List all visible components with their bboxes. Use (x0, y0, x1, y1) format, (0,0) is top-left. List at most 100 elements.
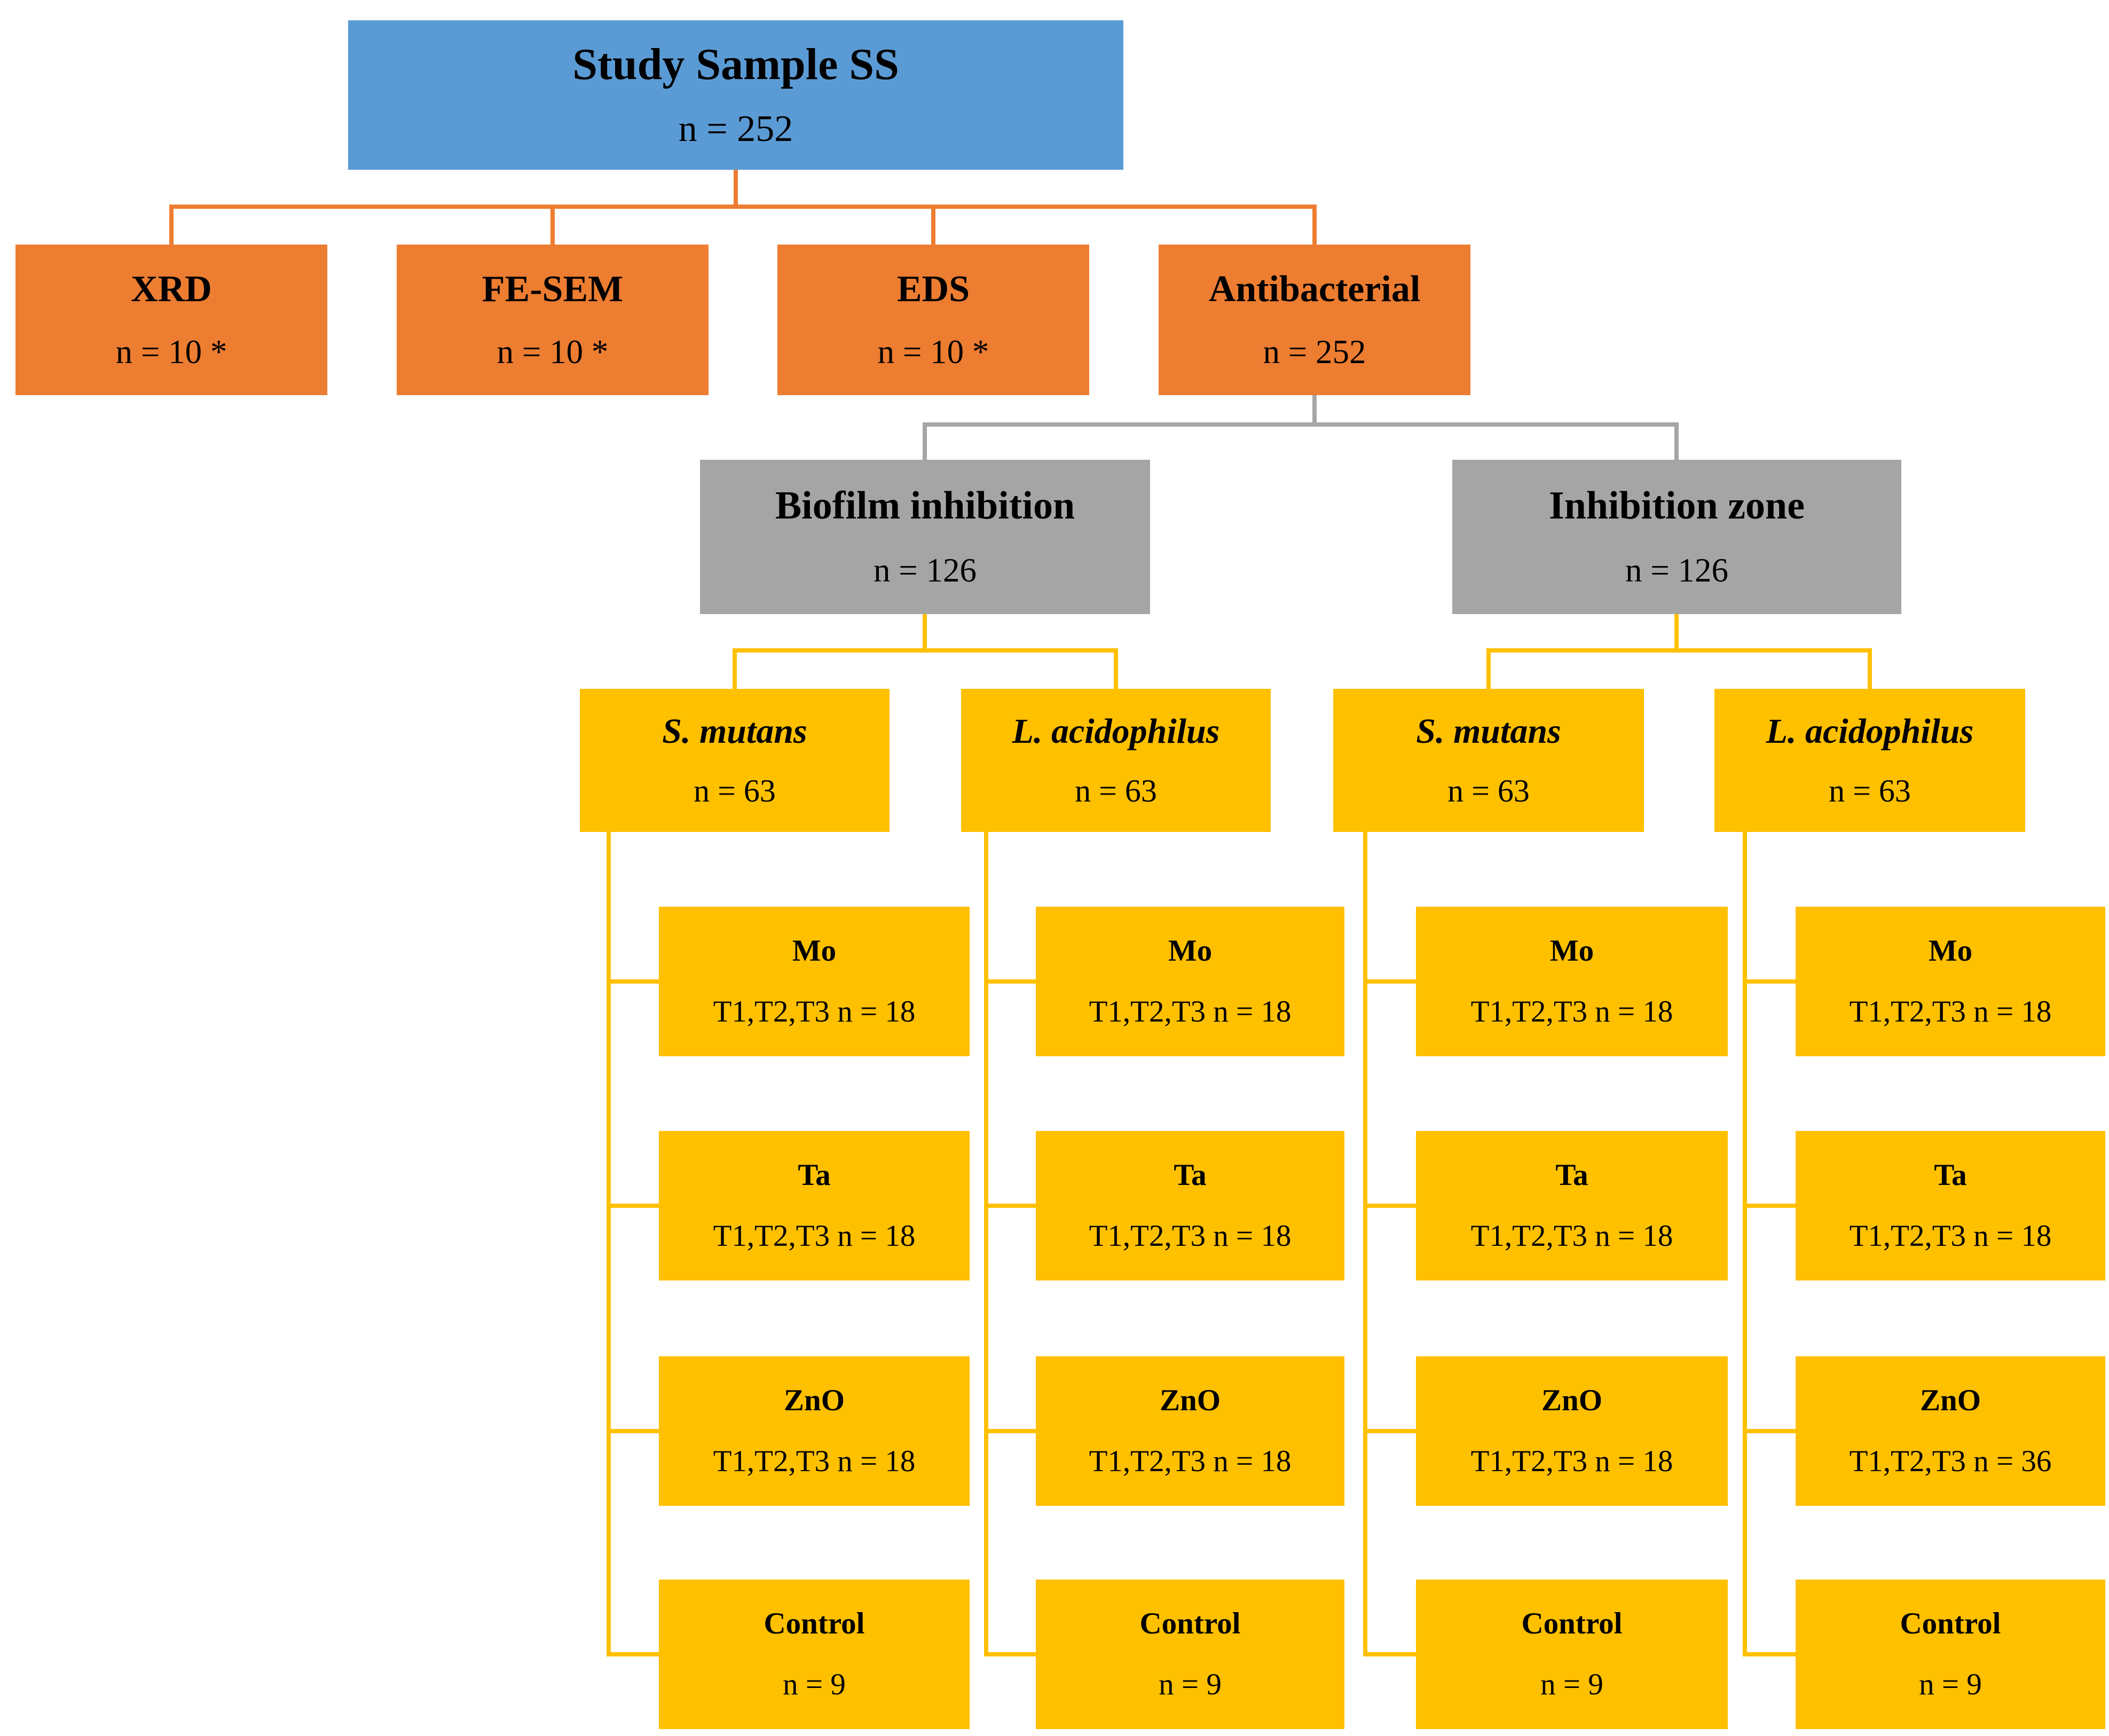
treatment-sub: n = 9 (1919, 1667, 1982, 1701)
method-count: n = 252 (1263, 333, 1366, 371)
connector-root-vertical (734, 169, 738, 207)
connector-col1-spine (607, 827, 611, 1656)
connector-biofilm-hbar (733, 648, 1118, 653)
treatment-label: ZnO (1541, 1384, 1603, 1418)
connector-species-stub-3 (1486, 648, 1491, 690)
assay-count: n = 126 (1625, 552, 1729, 590)
connector-col3-stub-control (1363, 1652, 1416, 1656)
assay-label: Inhibition zone (1548, 484, 1805, 528)
treatment-box-c3-ta: Ta T1,T2,T3 n = 18 (1416, 1131, 1728, 1281)
connector-col2-stub-zno (984, 1429, 1036, 1433)
treatment-label: Control (764, 1607, 865, 1641)
treatment-label: Ta (798, 1158, 831, 1192)
species-label: S. mutans (1416, 712, 1561, 751)
treatment-sub: T1,T2,T3 n = 36 (1849, 1444, 2052, 1478)
assay-label: Biofilm inhibition (775, 484, 1075, 528)
method-label: FE-SEM (482, 269, 624, 310)
connector-col2-stub-ta (984, 1204, 1036, 1208)
connector-method-stub-eds (931, 205, 935, 246)
connector-col2-spine (984, 827, 988, 1656)
assay-count: n = 126 (873, 552, 977, 590)
treatment-box-c4-control: Control n = 9 (1796, 1580, 2105, 1729)
connector-col4-stub-ta (1743, 1204, 1796, 1208)
method-box-xrd: XRD n = 10 * (15, 245, 327, 395)
species-count: n = 63 (1075, 773, 1157, 808)
treatment-sub: T1,T2,T3 n = 18 (1470, 994, 1673, 1028)
connector-col4-stub-zno (1743, 1429, 1796, 1433)
connector-col4-spine (1743, 827, 1747, 1656)
method-label: EDS (896, 269, 970, 310)
connector-col2-stub-control (984, 1652, 1036, 1656)
connector-col1-stub-mo (607, 979, 659, 984)
treatment-sub: T1,T2,T3 n = 18 (1470, 1444, 1673, 1478)
method-box-fesem: FE-SEM n = 10 * (397, 245, 709, 395)
connector-col3-stub-ta (1363, 1204, 1416, 1208)
treatment-box-c1-control: Control n = 9 (659, 1580, 970, 1729)
treatment-label: Mo (792, 934, 837, 968)
treatment-label: Mo (1928, 934, 1973, 968)
treatment-label: Control (1900, 1607, 2001, 1641)
species-box-biofilm-l-acidophilus: L. acidophilus n = 63 (961, 689, 1271, 832)
treatment-box-c4-ta: Ta T1,T2,T3 n = 18 (1796, 1131, 2105, 1281)
treatment-sub: T1,T2,T3 n = 18 (1849, 1219, 2052, 1253)
treatment-sub: T1,T2,T3 n = 18 (1089, 1444, 1292, 1478)
species-count: n = 63 (1447, 773, 1530, 808)
method-box-antibacterial: Antibacterial n = 252 (1159, 245, 1470, 395)
treatment-label: Control (1521, 1607, 1623, 1641)
method-box-eds: EDS n = 10 * (777, 245, 1089, 395)
method-count: n = 10 * (497, 333, 609, 371)
treatment-sub: T1,T2,T3 n = 18 (1089, 994, 1292, 1028)
treatment-label: Ta (1934, 1158, 1967, 1192)
treatment-box-c2-mo: Mo T1,T2,T3 n = 18 (1036, 907, 1344, 1056)
treatment-sub: T1,T2,T3 n = 18 (713, 1444, 916, 1478)
treatment-sub: n = 9 (783, 1667, 846, 1701)
connector-col3-stub-zno (1363, 1429, 1416, 1433)
treatment-sub: n = 9 (1159, 1667, 1222, 1701)
treatment-box-c2-ta: Ta T1,T2,T3 n = 18 (1036, 1131, 1344, 1281)
connector-species-stub-1 (733, 648, 737, 690)
connector-col3-spine (1363, 827, 1367, 1656)
assay-box-inhibition-zone: Inhibition zone n = 126 (1452, 460, 1901, 614)
species-box-zone-l-acidophilus: L. acidophilus n = 63 (1714, 689, 2025, 832)
assay-box-biofilm-inhibition: Biofilm inhibition n = 126 (700, 460, 1150, 614)
connector-assay-stub-biofilm (923, 422, 927, 461)
species-label: L. acidophilus (1766, 712, 1974, 751)
connector-species-stub-4 (1868, 648, 1872, 690)
treatment-box-c1-mo: Mo T1,T2,T3 n = 18 (659, 907, 970, 1056)
treatment-box-c2-zno: ZnO T1,T2,T3 n = 18 (1036, 1356, 1344, 1506)
treatment-box-c4-zno: ZnO T1,T2,T3 n = 36 (1796, 1356, 2105, 1506)
connector-col1-stub-ta (607, 1204, 659, 1208)
treatment-sub: T1,T2,T3 n = 18 (713, 1219, 916, 1253)
species-box-biofilm-s-mutans: S. mutans n = 63 (580, 689, 890, 832)
treatment-label: Mo (1549, 934, 1594, 968)
connector-method-stub-antibacterial (1312, 205, 1317, 246)
species-label: L. acidophilus (1012, 712, 1220, 751)
treatment-label: ZnO (1159, 1384, 1221, 1418)
connector-col3-stub-mo (1363, 979, 1416, 984)
connector-col2-stub-mo (984, 979, 1036, 984)
treatment-label: Mo (1168, 934, 1213, 968)
treatment-label: ZnO (783, 1384, 845, 1418)
treatment-box-c2-control: Control n = 9 (1036, 1580, 1344, 1729)
connector-col4-stub-control (1743, 1652, 1796, 1656)
root-label: Study Sample SS (572, 40, 899, 90)
treatment-box-c1-zno: ZnO T1,T2,T3 n = 18 (659, 1356, 970, 1506)
connector-species-stub-2 (1114, 648, 1118, 690)
method-label: XRD (131, 269, 212, 310)
connector-antibacterial-vertical (1312, 395, 1317, 425)
species-count: n = 63 (694, 773, 776, 808)
treatment-sub: n = 9 (1540, 1667, 1603, 1701)
connector-biofilm-vertical (923, 613, 927, 650)
species-label: S. mutans (662, 712, 807, 751)
connector-zone-vertical (1674, 613, 1679, 650)
connector-methods-hbar (169, 205, 1317, 209)
treatment-box-c3-zno: ZnO T1,T2,T3 n = 18 (1416, 1356, 1728, 1506)
treatment-label: Ta (1555, 1158, 1588, 1192)
connector-zone-hbar (1486, 648, 1872, 653)
treatment-sub: T1,T2,T3 n = 18 (1849, 994, 2052, 1028)
connector-col4-stub-mo (1743, 979, 1796, 984)
connector-assay-stub-zone (1674, 422, 1679, 461)
method-count: n = 10 * (115, 333, 227, 371)
treatment-box-c1-ta: Ta T1,T2,T3 n = 18 (659, 1131, 970, 1281)
